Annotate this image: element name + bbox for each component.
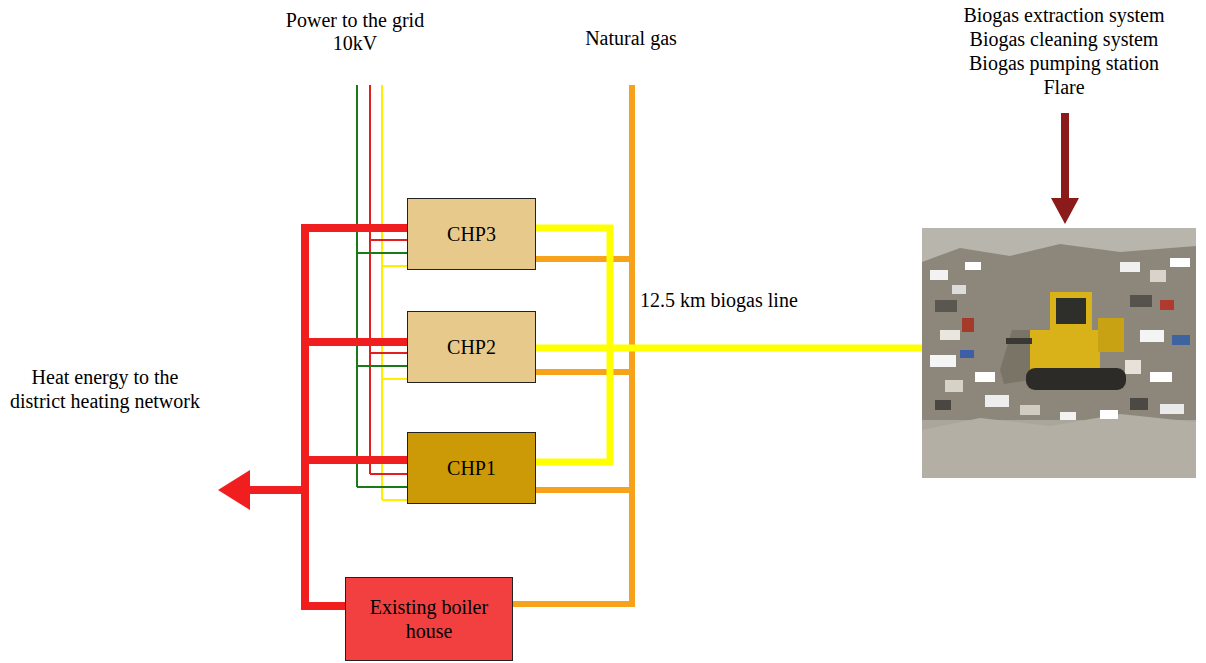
gas-label: Natural gas bbox=[561, 26, 701, 50]
system-label: Biogas cleaning system bbox=[970, 28, 1159, 50]
chp-unit: CHP3 bbox=[407, 198, 536, 270]
biogas-pipes bbox=[536, 225, 924, 465]
system-label: Biogas extraction system bbox=[963, 4, 1164, 26]
node-label: Existing boiler house bbox=[352, 595, 506, 643]
gas-label: Natural gas bbox=[585, 27, 677, 49]
system-label: Biogas extraction system bbox=[944, 3, 1184, 27]
system-label: Flare bbox=[944, 75, 1184, 99]
grid-label: Power to the grid bbox=[255, 8, 455, 32]
voltage-label: 10kV bbox=[333, 32, 377, 54]
node-label: CHP3 bbox=[447, 222, 496, 246]
chp-unit: CHP1 bbox=[407, 432, 536, 504]
grid-label: Power to the grid bbox=[286, 9, 424, 31]
landfill-photo bbox=[922, 228, 1196, 478]
system-label: Flare bbox=[1043, 76, 1084, 98]
pipeline-label: 12.5 km biogas line bbox=[640, 288, 860, 312]
voltage-label: 10kV bbox=[305, 31, 405, 55]
system-label: Biogas cleaning system bbox=[944, 27, 1184, 51]
heat-arrowhead bbox=[218, 470, 250, 510]
chp-unit: CHP2 bbox=[407, 311, 536, 383]
supply-arrow bbox=[1061, 113, 1069, 202]
system-label: Biogas pumping station bbox=[969, 52, 1159, 74]
heat-label: Heat energy to the district heating netw… bbox=[10, 366, 200, 412]
node-label: CHP1 bbox=[447, 456, 496, 480]
power-wires bbox=[357, 85, 407, 500]
heat-label: Heat energy to the district heating netw… bbox=[10, 365, 200, 413]
node-label: CHP2 bbox=[447, 335, 496, 359]
system-label: Biogas pumping station bbox=[944, 51, 1184, 75]
pipeline-label: 12.5 km biogas line bbox=[640, 289, 798, 311]
boiler-house: Existing boiler house bbox=[345, 577, 513, 661]
heat-bus bbox=[246, 224, 407, 610]
supply-arrowhead bbox=[1051, 198, 1079, 224]
